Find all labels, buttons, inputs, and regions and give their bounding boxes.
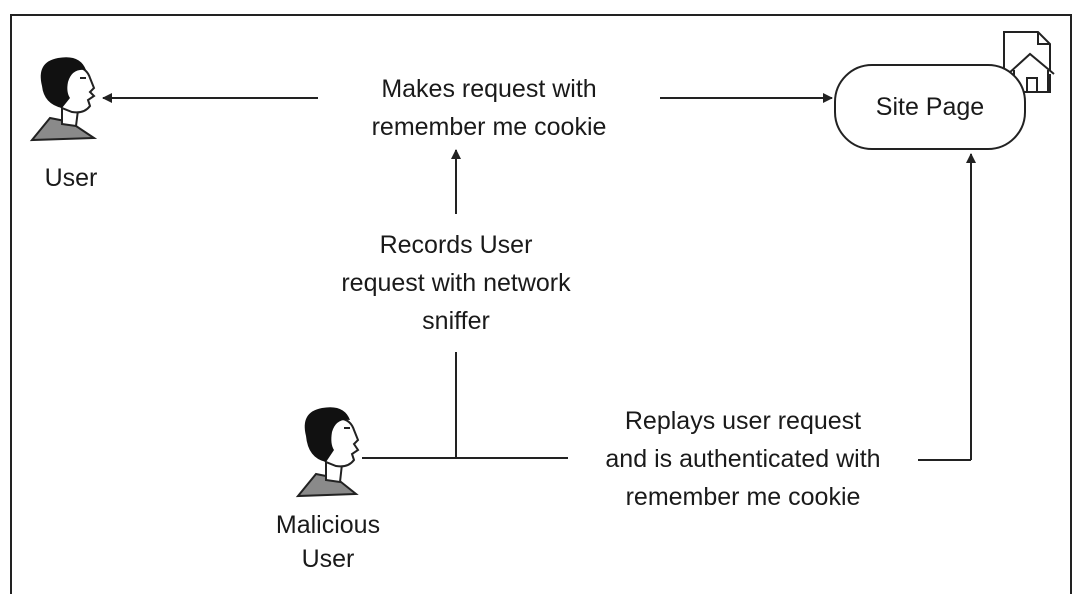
makes-request-label: Makes request with remember me cookie — [318, 70, 660, 146]
site-page-node: Site Page — [834, 64, 1026, 150]
replays-request-label: Replays user request and is authenticate… — [568, 402, 918, 516]
site-page-label: Site Page — [875, 92, 985, 121]
malicious-user-person-icon — [295, 407, 360, 498]
records-request-label: Records User request with network sniffe… — [304, 226, 608, 340]
user-person-icon — [29, 57, 98, 142]
user-label: User — [44, 164, 98, 192]
diagram-frame — [10, 14, 1072, 594]
malicious-user-label: Malicious User — [275, 511, 381, 573]
